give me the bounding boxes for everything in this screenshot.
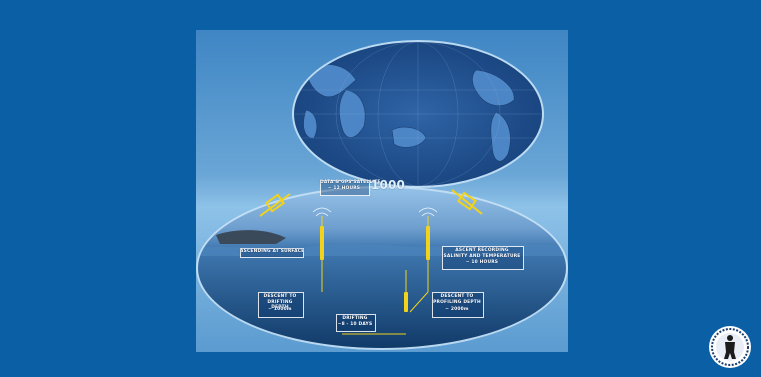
label-descent-profile-sub: ~ 2000m bbox=[445, 307, 469, 312]
label-satellite-top: DATA & GPS SATELLITE bbox=[320, 180, 381, 185]
label-drifting-sub: ~8 - 10 DAYS bbox=[337, 322, 373, 327]
label-box-satellite bbox=[320, 180, 370, 196]
label-satellite-top-sub: ~ 12 HOURS bbox=[327, 186, 361, 191]
label-descent-profile: DESCENT TO PROFILING DEPTH bbox=[433, 294, 481, 305]
figure-seal-icon bbox=[708, 325, 752, 369]
satellite-left-icon bbox=[259, 193, 291, 217]
label-box-profile bbox=[442, 246, 524, 270]
satellite-right-icon bbox=[451, 189, 483, 215]
diagram-graphic bbox=[196, 40, 568, 350]
argo-float-diagram: DATA & GPS SATELLITE ~ 12 HOURS 1000 ASC… bbox=[196, 30, 568, 352]
signal-waves bbox=[312, 207, 438, 217]
label-box-descent-profile bbox=[432, 292, 484, 318]
label-profile-sub: ~ 10 HOURS bbox=[465, 260, 499, 265]
label-box-descent-drift bbox=[258, 292, 304, 318]
float-icons bbox=[320, 226, 430, 312]
label-descent-drift-sub: ~ 1000m bbox=[268, 307, 292, 312]
label-drifting: DRIFTING bbox=[342, 316, 368, 321]
label-box-drifting bbox=[336, 314, 376, 332]
label-ascent: ASCENDING AT SURFACE bbox=[240, 249, 305, 254]
ocean-cross-section bbox=[196, 186, 568, 350]
label-descent-drift: DESCENT TO DRIFTING DEPTH bbox=[263, 294, 297, 311]
label-box-ascent bbox=[240, 248, 304, 258]
world-map bbox=[292, 40, 544, 188]
label-profile: ASCENT RECORDING SALINITY AND TEMPERATUR… bbox=[443, 248, 521, 259]
label-top-number: 1000 bbox=[370, 178, 406, 192]
